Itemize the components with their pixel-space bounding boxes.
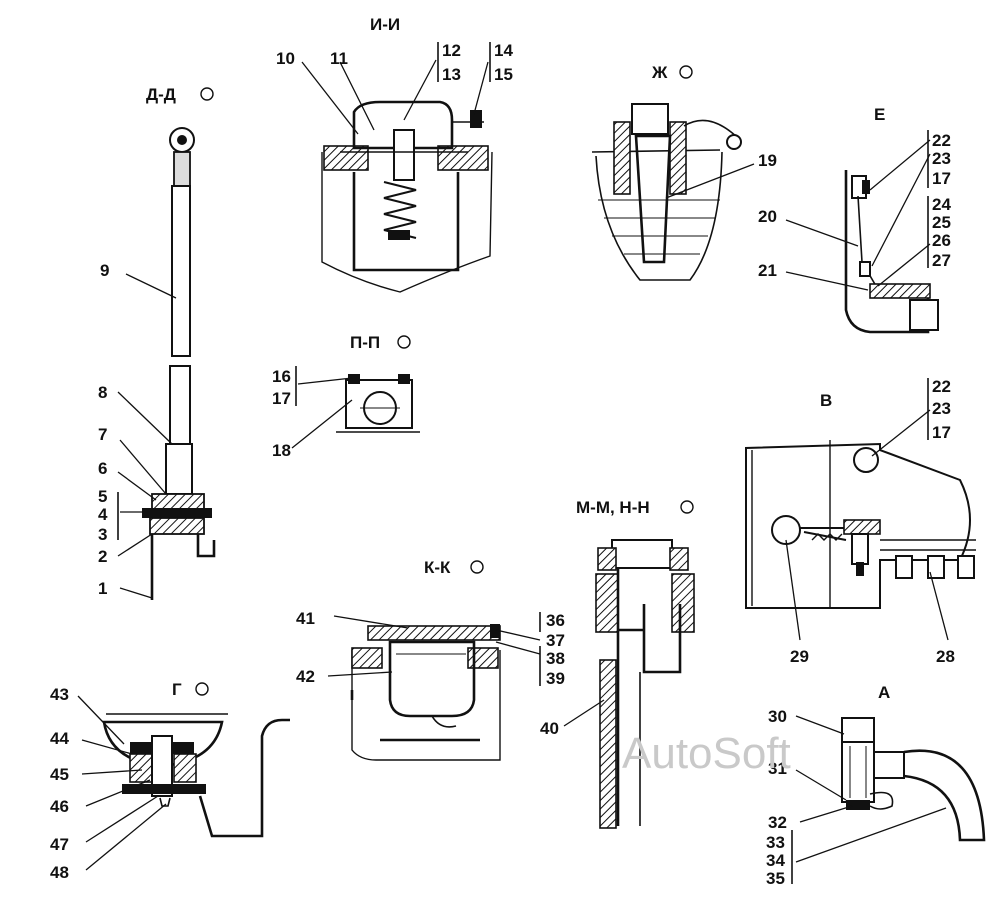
callout-19: 19 [758,151,777,170]
callout-8: 8 [98,383,107,402]
callout-42: 42 [296,667,315,686]
callout-31: 31 [768,759,787,778]
callout-45: 45 [50,765,69,784]
callout-15: 15 [494,65,513,84]
watermark: AutoSoft [622,729,791,778]
callout-23-e: 23 [932,149,951,168]
callout-43: 43 [50,685,69,704]
section-k-k-drawing [350,624,501,761]
section-title-p-p: П-П [350,333,380,352]
section-title-k-k: К-К [424,558,451,577]
callout-21: 21 [758,261,777,280]
callout-41: 41 [296,609,315,628]
section-title-zh: Ж [651,63,668,82]
section-i-i-drawing [321,100,493,293]
callout-47: 47 [50,835,69,854]
callout-17-v: 17 [932,423,951,442]
callout-38: 38 [546,649,565,668]
callout-1: 1 [98,579,107,598]
callout-48: 48 [50,863,69,882]
callout-40: 40 [540,719,559,738]
callout-29: 29 [790,647,809,666]
callout-16: 16 [272,367,291,386]
callout-26: 26 [932,231,951,250]
callout-28: 28 [936,647,955,666]
callout-35: 35 [766,869,785,888]
callout-9: 9 [100,261,109,280]
callout-34: 34 [766,851,785,870]
callout-brackets [117,42,929,884]
section-title-m-m: М-М, Н-Н [576,498,650,517]
section-title-v: В [820,391,832,410]
section-title-d-d: Д-Д [146,85,176,104]
callout-10: 10 [276,49,295,68]
callout-6: 6 [98,459,107,478]
view-v-drawing [745,440,976,609]
section-title-g: Г [172,680,182,699]
callout-3: 3 [98,525,107,544]
callout-17: 17 [272,389,291,408]
section-title-e: Е [874,105,885,124]
section-title-a: А [878,683,890,702]
section-zh-drawing [591,103,742,281]
callout-39: 39 [546,669,565,688]
section-marker-circles [195,65,694,696]
callout-30: 30 [768,707,787,726]
callout-46: 46 [50,797,69,816]
section-e-drawing [844,170,939,334]
view-a-drawing [841,717,986,842]
callout-24: 24 [932,195,951,214]
callout-numbers: 1 2 3 4 5 6 7 8 9 10 11 12 13 14 15 16 1… [50,41,955,888]
callout-32: 32 [768,813,787,832]
callout-7: 7 [98,425,107,444]
callout-2: 2 [98,547,107,566]
section-m-m-drawing [595,539,695,829]
callout-13: 13 [442,65,461,84]
callout-17-e: 17 [932,169,951,188]
callout-11: 11 [330,49,348,68]
callout-27: 27 [932,251,951,270]
callout-33: 33 [766,833,785,852]
callout-25: 25 [932,213,951,232]
view-g-drawing [102,713,290,838]
callout-37: 37 [546,631,565,650]
callout-23-v: 23 [932,399,951,418]
section-p-p-drawing [336,374,420,433]
callout-5: 5 [98,487,107,506]
callout-12: 12 [442,41,461,60]
callout-4: 4 [98,505,108,524]
section-d-d-drawing [142,127,216,600]
callout-14: 14 [494,41,513,60]
callout-44: 44 [50,729,69,748]
callout-22-v: 22 [932,377,951,396]
callout-18: 18 [272,441,291,460]
section-title-i-i: И-И [370,15,400,34]
callout-22-e: 22 [932,131,951,150]
callout-36: 36 [546,611,565,630]
callout-20: 20 [758,207,777,226]
leader-lines [77,59,949,871]
